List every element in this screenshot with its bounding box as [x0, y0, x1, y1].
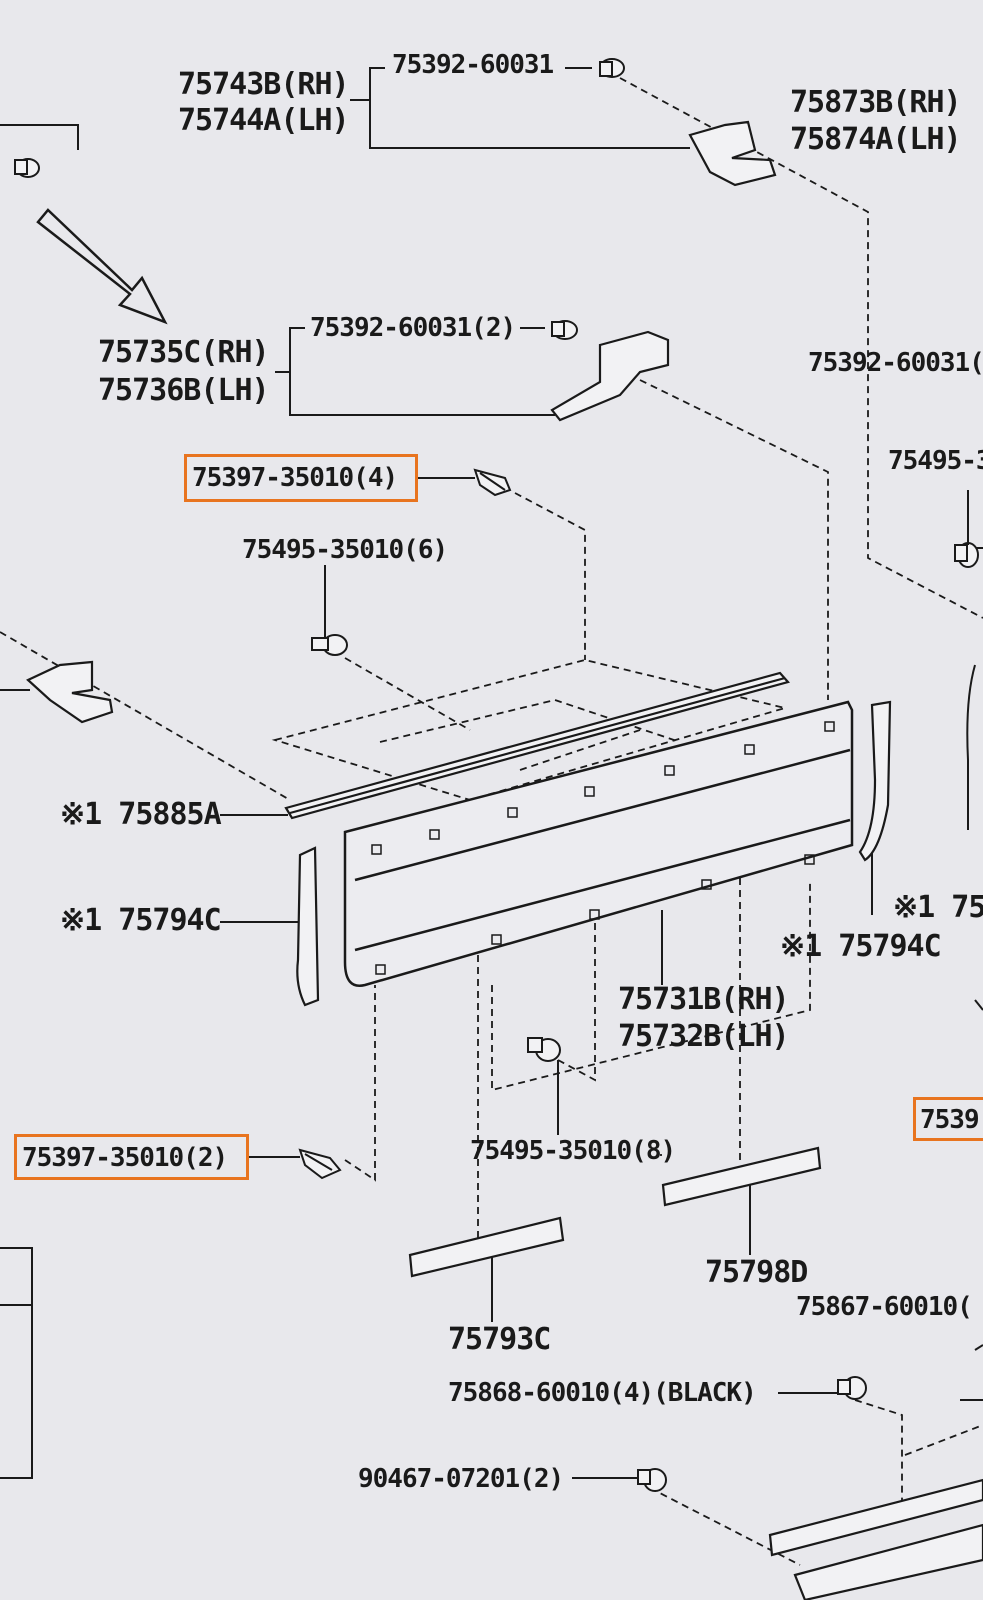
screw-right-icon: [954, 542, 979, 568]
screw-75495-8-icon: [527, 1037, 561, 1062]
label-end-cap-left: ※1 75794C: [60, 903, 222, 938]
strip-75793c: [408, 1216, 565, 1278]
label-moulding-75885a: ※1 75885A: [60, 797, 222, 832]
clip-75868-icon: [837, 1376, 867, 1400]
label-ref-right-cut: ※1 75: [893, 890, 983, 925]
label-right-bracket-rh: 75873B(RH): [790, 85, 962, 120]
screw-75495-6-icon: [311, 634, 348, 656]
screw-75397-4-icon: [473, 468, 512, 497]
label-right-bracket-lh: 75874A(LH): [790, 122, 962, 157]
label-upper-bracket-lh: 75744A(LH): [178, 103, 350, 138]
label-clip-right-cut: 75392-60031(: [808, 348, 983, 378]
direction-arrow: [36, 208, 168, 325]
door-panel: [343, 700, 854, 987]
label-screw-75495-6: 75495-35010(6): [242, 535, 448, 565]
highlight-box-75397-4: [184, 454, 418, 502]
highlight-box-75397-2: [14, 1134, 249, 1180]
rocker-strip: [768, 1478, 983, 1557]
label-right-box-cut: 7539: [920, 1105, 980, 1135]
clip-90467-icon: [637, 1468, 667, 1492]
label-clip-75868: 75868-60010(4)(BLACK): [448, 1378, 757, 1408]
highlight-box-right-cut: [913, 1097, 983, 1141]
label-panel-lh: 75732B(LH): [618, 1019, 790, 1054]
label-mid-bracket-lh: 75736B(LH): [98, 373, 270, 408]
bracket-upper: [688, 120, 777, 187]
label-mid-bracket-rh: 75735C(RH): [98, 335, 270, 370]
moulding-strip: [284, 671, 790, 820]
label-screw-75397-4: 75397-35010(4): [192, 463, 398, 493]
clip-top-icon: [599, 58, 625, 78]
label-panel-rh: 75731B(RH): [618, 982, 790, 1017]
clip-top-left-icon: [14, 158, 40, 178]
label-strip-75798d: 75798D: [705, 1255, 808, 1290]
label-strip-75793c: 75793C: [448, 1322, 551, 1357]
leader-upper-bracket: [369, 67, 690, 149]
clip-mid-icon: [551, 320, 578, 340]
bracket-mid: [550, 330, 670, 422]
label-screw-75495-8: 75495-35010(8): [470, 1136, 676, 1166]
screw-75397-2-icon: [298, 1148, 342, 1180]
label-screw-75397-2: 75397-35010(2): [22, 1143, 228, 1173]
corner-line-top-left: [0, 124, 79, 150]
bracket-left: [26, 660, 114, 724]
label-clip-mid: 75392-60031(2): [310, 313, 516, 343]
label-75495-right-cut: 75495-3: [888, 446, 983, 476]
strip-75798d: [661, 1146, 822, 1207]
label-clip-90467: 90467-07201(2): [358, 1464, 564, 1494]
label-end-cap-right: ※1 75794C: [780, 929, 942, 964]
end-cap-left: [296, 846, 320, 1007]
end-cap-right: [858, 700, 892, 862]
label-clip-75867: 75867-60010(: [796, 1292, 973, 1322]
label-upper-bracket-rh: 75743B(RH): [178, 67, 350, 102]
label-clip-top: 75392-60031: [392, 50, 554, 80]
